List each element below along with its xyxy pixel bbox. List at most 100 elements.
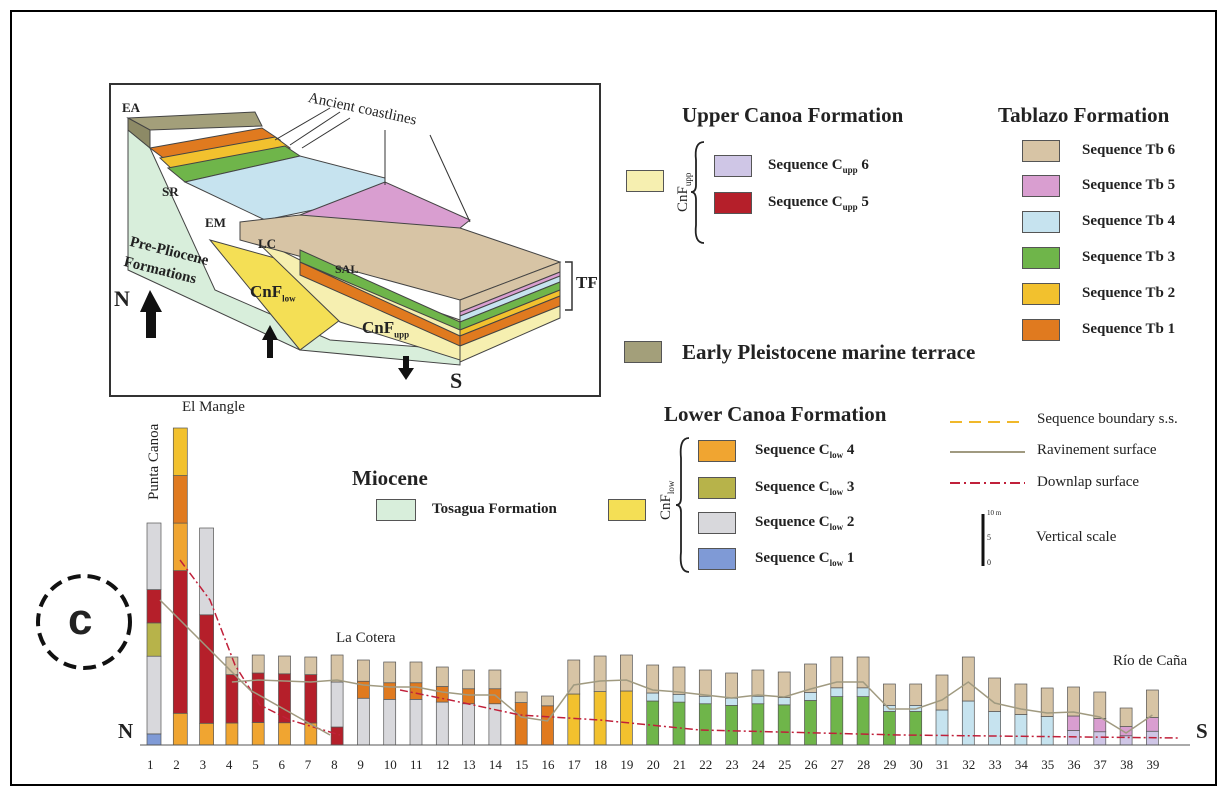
section-column-layer: [988, 677, 1001, 712]
label-block-n: N: [114, 286, 130, 311]
section-column-layer: [1014, 714, 1028, 746]
section-column-layer: [1067, 686, 1080, 717]
section-column-layer: [462, 703, 475, 746]
section-column-layer: [961, 656, 975, 702]
section-column-layer: [1014, 683, 1028, 715]
section-column-layer: [409, 698, 423, 746]
section-column-layer: [172, 522, 188, 571]
seq-clow2-swatch: [698, 512, 736, 534]
seq-tb1-swatch: [1022, 319, 1060, 341]
section-column-layer: [777, 697, 791, 706]
section-column-layer: [357, 697, 370, 746]
seq-tb4-swatch: [1022, 211, 1060, 233]
section-column-layer: [883, 711, 896, 746]
upper-canoa-brace: [690, 141, 705, 244]
label-cnf-low: CnFlow: [250, 282, 296, 304]
section-column-layer: [514, 691, 528, 703]
section-column-layer: [514, 702, 528, 746]
section-column-layer: [698, 703, 712, 746]
section-column-layer: [909, 711, 923, 746]
section-column-layer: [1119, 707, 1133, 727]
column-number: 39: [1146, 757, 1160, 772]
line-legend: [950, 421, 1025, 484]
ravinement-label: Ravinement surface: [1037, 442, 1157, 458]
uplift-arrow-small: [262, 325, 278, 358]
seq-clow3-swatch: [698, 477, 736, 499]
section-column-layer: [883, 683, 896, 706]
section-column-layer: [435, 666, 449, 687]
column-number: 6: [278, 757, 286, 772]
section-column-layer: [435, 686, 449, 703]
column-number: 30: [909, 757, 923, 772]
seq-tb2-label: Sequence Tb 2: [1082, 285, 1176, 301]
tf-bracket: [565, 261, 573, 311]
strata-cnfupp: [459, 305, 561, 363]
downlap-surface: [399, 689, 1181, 739]
section-column-layer: [146, 655, 162, 735]
section-column-layer: [672, 666, 686, 695]
subsidence-arrow: [398, 356, 414, 380]
section-column-layer: [1146, 689, 1159, 718]
section-column-layer: [462, 669, 475, 690]
section-column-layer: [199, 527, 214, 616]
section-column-layer: [225, 722, 239, 746]
section-column-layer: [830, 696, 844, 746]
lower-canoa-title: Lower Canoa Formation: [664, 402, 887, 426]
section-column-layer: [1093, 691, 1107, 719]
section-column-layer: [251, 654, 265, 674]
section-column-layer: [672, 693, 686, 703]
column-number: 25: [778, 757, 792, 772]
column-number: 21: [673, 757, 686, 772]
seq-tb1-label: Sequence Tb 1: [1082, 321, 1176, 337]
seq-clow3-label: Sequence Clow 3: [755, 479, 855, 497]
section-column-layer: [751, 703, 765, 746]
section-column-layer: [541, 695, 554, 707]
column-number: 10: [383, 757, 397, 772]
panel-label-circle: [36, 574, 132, 670]
column-number: 7: [304, 757, 312, 772]
cnf-low-swatch: [608, 499, 646, 521]
seq-clow4-swatch: [698, 440, 736, 462]
seq-cupp5-label: Sequence Cupp 5: [768, 194, 869, 212]
section-column-layer: [146, 522, 162, 590]
section-column-layer: [1067, 715, 1080, 731]
section-column-layer: [251, 722, 265, 746]
section-column-layer: [725, 672, 738, 699]
coastline-pointer: [429, 134, 471, 223]
section-column-layer: [909, 683, 923, 706]
seq-tb4-label: Sequence Tb 4: [1082, 213, 1176, 229]
section-column-layer: [462, 688, 475, 705]
place-el-mangle: El Mangle: [182, 399, 245, 415]
section-column-layer: [593, 655, 607, 692]
seq-clow1-label: Sequence Clow 1: [755, 550, 855, 568]
column-number: 8: [331, 757, 338, 772]
column-number: 26: [804, 757, 818, 772]
tablazo-title: Tablazo Formation: [998, 103, 1170, 127]
label-sal: SAL: [335, 262, 359, 276]
section-column-layer: [988, 711, 1001, 746]
column-number: 32: [962, 757, 976, 772]
coastline-pointer: [289, 111, 341, 146]
column-number: 14: [488, 757, 502, 772]
section-s: S: [1196, 719, 1208, 743]
section-column-layer: [804, 663, 817, 693]
place-la-cotera: La Cotera: [336, 630, 396, 646]
section-column-layer: [804, 691, 817, 701]
section-column-layer: [620, 690, 633, 746]
downlap-surface: [179, 559, 341, 736]
section-column-layer: [646, 692, 660, 702]
upper-canoa-title: Upper Canoa Formation: [682, 103, 904, 127]
column-number: 13: [462, 757, 476, 772]
section-column-layer: [278, 655, 291, 675]
scale-top: 10 m: [987, 509, 1002, 517]
column-number: 33: [988, 757, 1002, 772]
column-number: 3: [199, 757, 207, 772]
section-column-layer: [672, 701, 686, 746]
section-column-layer: [172, 712, 188, 746]
seq-tb6-label: Sequence Tb 6: [1082, 142, 1176, 158]
section-column-layer: [567, 659, 581, 695]
section-column-layer: [961, 700, 975, 746]
section-column-layer: [698, 669, 712, 697]
